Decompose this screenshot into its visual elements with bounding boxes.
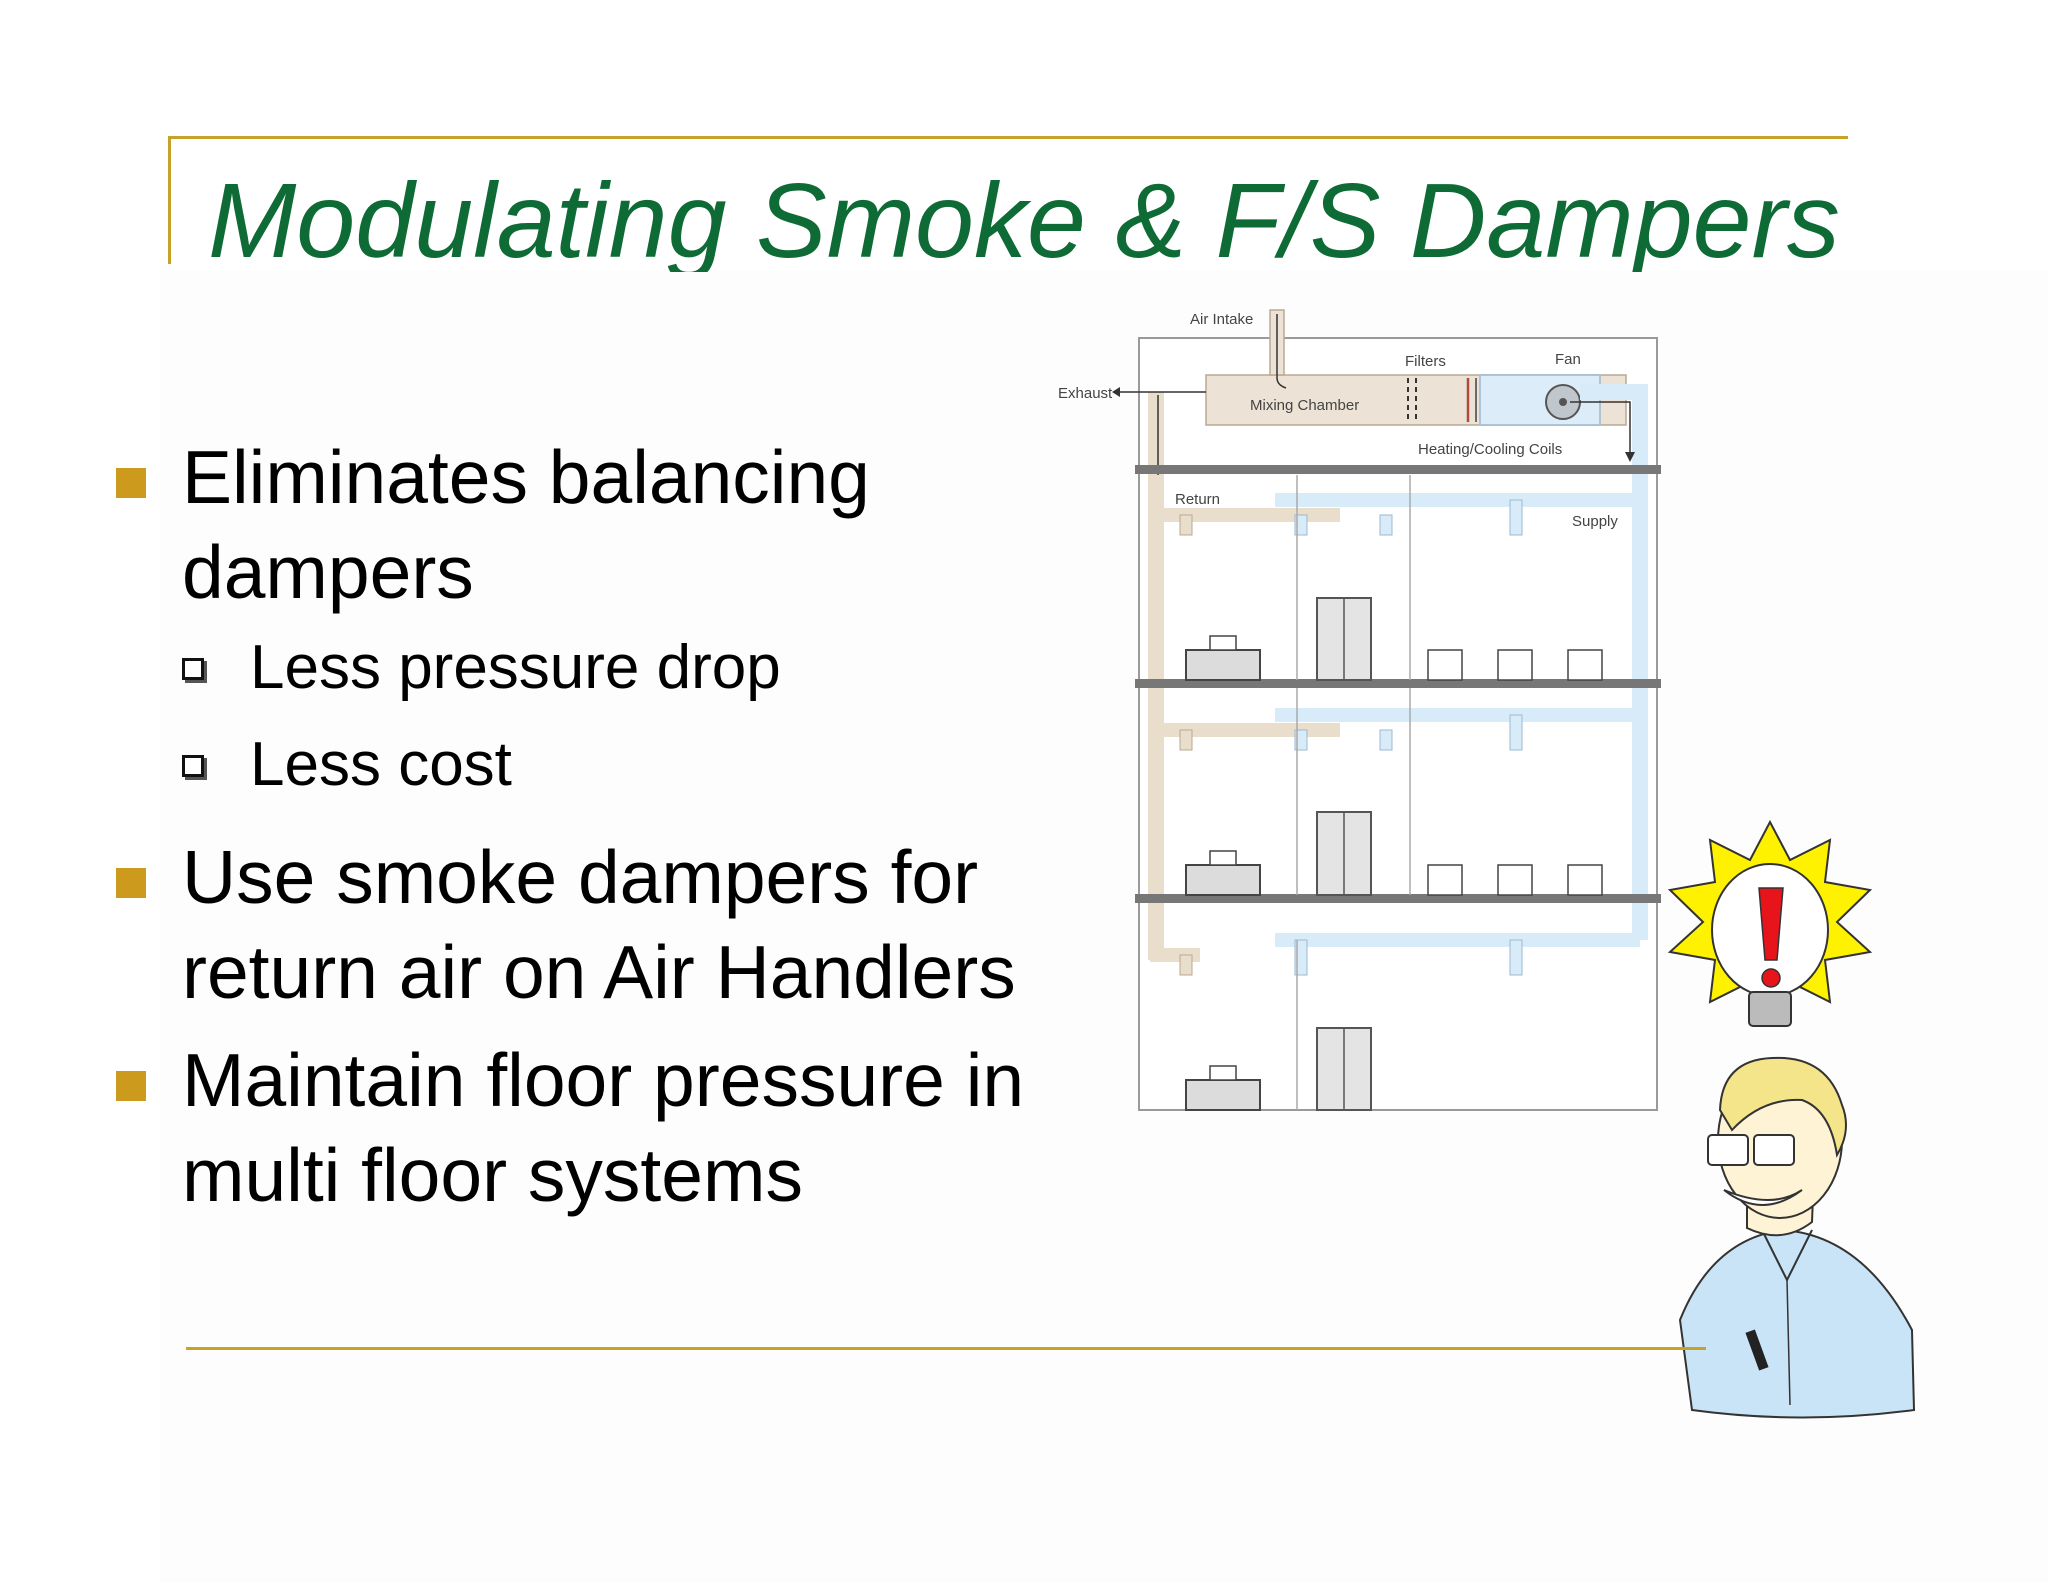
shirt [1678,1228,1916,1419]
square-bullet-icon [116,868,146,898]
label-air-intake: Air Intake [1190,311,1253,328]
office-desk [1427,864,1463,896]
square-bullet-icon [116,468,146,498]
pen-icon [1745,1329,1769,1371]
title-left-rule [168,136,171,264]
shirt-placket [1786,1279,1791,1406]
lightbulb-warning-icon [1667,820,1873,1027]
supply-diffuser [1509,499,1523,536]
bullet-line: multi floor systems [182,1133,803,1217]
bullet-line: return air on Air Handlers [182,930,1016,1014]
floor-slab [1135,679,1661,688]
floor-slab [1135,465,1661,474]
glasses-right [1753,1134,1795,1166]
bullet-text: Eliminates balancing dampers [182,430,1042,620]
exclamation-bar [1758,887,1784,961]
bullet-line: dampers [182,530,474,614]
exclamation-dot [1761,968,1781,988]
label-fan: Fan [1555,351,1581,368]
hair [1718,1056,1847,1158]
reception-desk [1185,1079,1261,1111]
label-heating-cooling-coils: Heating/Cooling Coils [1418,441,1562,458]
title-top-rule [168,136,1848,139]
slide-title: Modulating Smoke & F/S Dampers [208,162,1840,272]
office-desk [1497,649,1533,681]
supply-diffuser [1509,714,1523,751]
office-desk [1567,864,1603,896]
bullet-line: Use smoke dampers for [182,835,979,919]
label-return: Return [1175,491,1220,508]
fan-hub [1559,398,1567,406]
bullet-text: Use smoke dampers for return air on Air … [182,830,1042,1020]
desk-item [1209,850,1237,866]
bullet-text: Maintain floor pressure in multi floor s… [182,1033,1042,1223]
supply-diffuser [1509,939,1523,976]
arrow-head [1112,387,1120,397]
smile [1723,1189,1803,1206]
desk-item [1209,1065,1237,1081]
hvac-building-diagram: Air Intake Exhaust Mixing Chamber Filter… [1058,309,1661,1111]
glasses-left [1707,1134,1749,1166]
bullet-list: Eliminates balancing dampers Less pressu… [112,430,1042,1230]
supply-diffuser [1379,729,1393,751]
supply-diffuser [1379,514,1393,536]
return-grille [1179,514,1193,536]
supply-arrow [1570,401,1631,455]
label-mixing-chamber: Mixing Chamber [1250,397,1359,414]
air-intake-arrow [1276,314,1287,389]
supply-diffuser [1294,939,1308,976]
supply-diffuser [1294,729,1308,751]
square-bullet-icon [116,1071,146,1101]
desk-item [1209,635,1237,651]
sub-bullet-text: Less pressure drop [250,633,781,702]
checkbox-bullet-icon [182,755,204,777]
floor-slab [1135,894,1661,903]
bullet-line: Maintain floor pressure in [182,1038,1025,1122]
label-supply: Supply [1572,513,1618,530]
bullet-line: Eliminates balancing [182,435,870,519]
cartoon-engineer-illustration [1678,1056,1916,1419]
return-grille [1179,954,1193,976]
checkbox-bullet-icon [182,658,204,680]
office-desk [1567,649,1603,681]
supply-diffuser [1294,514,1308,536]
sub-bullet-text: Less cost [250,730,512,799]
office-desk [1427,649,1463,681]
bulb-base [1748,991,1792,1027]
return-grille [1179,729,1193,751]
label-filters: Filters [1405,353,1446,370]
reception-desk [1185,649,1261,681]
supply-riser [1580,384,1648,940]
label-exhaust: Exhaust [1058,385,1113,402]
reception-desk [1185,864,1261,896]
footer-rule [186,1347,1706,1350]
office-desk [1497,864,1533,896]
arrow-head [1625,452,1635,462]
